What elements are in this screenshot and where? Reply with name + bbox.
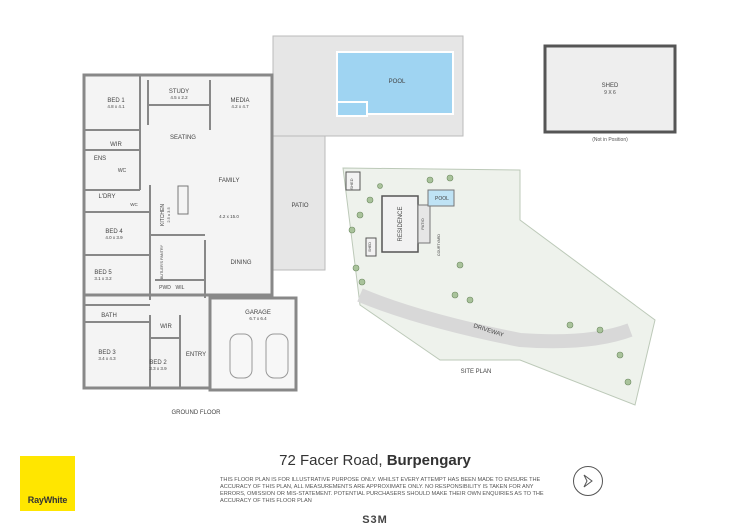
site-shed2-label: SHED — [368, 242, 372, 252]
bed2-label: BED 2 — [149, 360, 167, 366]
site-shed-label: SHED — [349, 178, 354, 189]
pwd-label: PWD — [159, 285, 171, 291]
shed-note: (Not in Position) — [592, 137, 628, 143]
site-courtyard-label: COURTYARD — [437, 234, 441, 256]
bed4-label: BED 4 — [105, 229, 123, 235]
interior-walls — [84, 75, 211, 388]
ground-floor-label: GROUND FLOOR — [171, 410, 221, 416]
seating-label: SEATING — [170, 135, 196, 141]
media-label: MEDIA — [230, 98, 249, 104]
tree-icons — [348, 174, 632, 386]
patio-area — [272, 135, 326, 271]
bed3-dims: 3.4 x 4.3 — [98, 356, 116, 361]
family-dims: 4.2 x 15.0 — [219, 214, 239, 219]
raywhite-logo: RayWhite — [20, 456, 75, 511]
media-dims: 4.2 x 4.7 — [231, 104, 249, 109]
bed5-dims: 3.1 x 3.2 — [94, 276, 112, 281]
disclaimer-text: This floor plan is for illustrative purp… — [220, 477, 544, 504]
shed-dims: 9 X 6 — [604, 90, 616, 96]
studio-logo: S3M — [362, 514, 388, 526]
site-residence-label: RESIDENCE — [398, 206, 404, 241]
pool-label: POOL — [389, 79, 406, 85]
garage-label: GARAGE — [245, 310, 271, 316]
study-label: STUDY — [169, 89, 189, 95]
ldry-label: L'DRY — [98, 194, 115, 200]
kitchen-dims: 2.5 x 3.5 — [166, 207, 171, 223]
footer — [0, 440, 750, 530]
wil-label: WIL — [176, 285, 185, 291]
bath-label: BATH — [101, 313, 117, 319]
site-patio — [417, 204, 431, 244]
pool-step — [336, 101, 368, 117]
entry-label: ENTRY — [186, 352, 206, 358]
ens-label: ENS — [94, 156, 106, 162]
site-plan-label: SITE PLAN — [461, 369, 492, 375]
site-pool-label: POOL — [435, 196, 449, 202]
wir-label: WIR — [110, 142, 122, 148]
site-patio-label: PATIO — [420, 218, 425, 229]
site-shed — [345, 171, 361, 191]
site-pool — [427, 189, 455, 207]
house-floor — [82, 73, 298, 392]
shed-label: SHED — [602, 83, 619, 89]
bed1-dims: 4.8 x 4.1 — [107, 104, 125, 109]
study-dims: 4.5 x 2.2 — [170, 95, 188, 100]
family-label: FAMILY — [219, 178, 240, 184]
butlers-label: BUTLER'S PANTRY — [160, 244, 164, 279]
floor-plan: POOL PATIO SHED 9 X 6 (Not in Position) — [82, 35, 677, 416]
north-arrow-icon — [573, 466, 603, 496]
address-suburb: Burpengary — [386, 452, 471, 469]
kitchen-island — [177, 185, 189, 215]
property-address: 72 Facer Road, Burpengary — [0, 452, 750, 469]
car-icons — [229, 333, 289, 379]
wc2-label: WC — [130, 202, 138, 207]
site-residence — [381, 195, 419, 253]
bed5-label: BED 5 — [94, 270, 112, 276]
dining-label: DINING — [231, 260, 252, 266]
bed1-label: BED 1 — [107, 98, 125, 104]
patio-label: PATIO — [291, 203, 308, 209]
bed3-label: BED 3 — [98, 350, 116, 356]
address-street: 72 Facer Road, — [279, 452, 383, 469]
kitchen-label: KITCHEN — [160, 204, 166, 226]
garage-dims: 6.7 x 6.4 — [249, 316, 267, 321]
wc-label: WC — [118, 168, 127, 174]
shed-outline — [543, 44, 677, 134]
bed4-dims: 4.0 x 3.9 — [105, 235, 123, 240]
site-shed2 — [365, 237, 377, 257]
bed2-dims: 3.3 x 3.9 — [149, 366, 167, 371]
wir2-label: WIR — [160, 324, 172, 330]
brand-name: RayWhite — [27, 495, 68, 505]
driveway-path — [357, 288, 633, 349]
